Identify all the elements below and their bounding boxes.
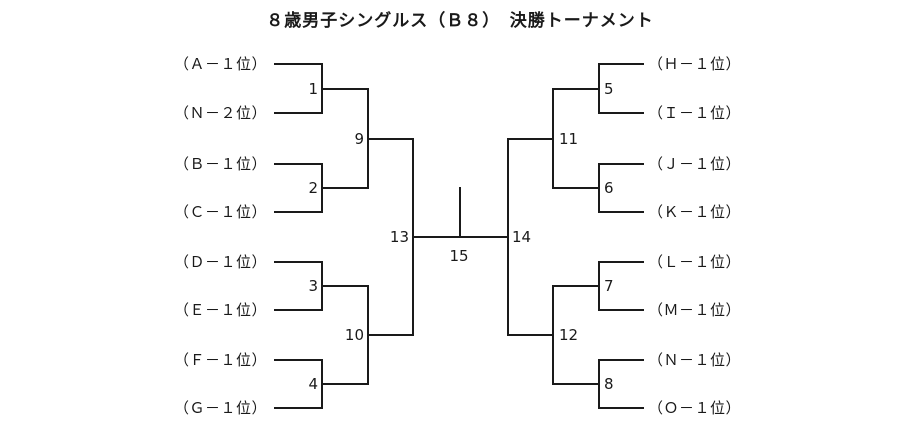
match-number-11: 11 <box>559 130 579 148</box>
entry-line <box>274 261 322 263</box>
entry-line <box>274 309 322 311</box>
match-number-15: 15 <box>449 247 469 265</box>
winner-line <box>322 285 368 287</box>
entry-line <box>599 359 644 361</box>
winner-line <box>553 285 599 287</box>
entry-right-7: （Ｎ－１位） <box>648 351 742 369</box>
entry-right-3: （Ｊ－１位） <box>648 155 742 173</box>
entry-line <box>599 163 644 165</box>
match-number-10: 10 <box>344 326 364 344</box>
page-title: ８歳男子シングルス（Ｂ８） 決勝トーナメント <box>266 11 654 31</box>
entry-right-8: （Ｏ－１位） <box>648 399 742 417</box>
match6-bracket <box>598 163 600 213</box>
match-number-12: 12 <box>559 326 579 344</box>
match-number-4: 4 <box>308 375 318 393</box>
winner-line <box>553 383 599 385</box>
match-number-2: 2 <box>308 179 318 197</box>
entry-right-1: （Ｈ－１位） <box>648 55 742 73</box>
entry-left-8: （Ｇ－１位） <box>173 399 267 417</box>
match-number-8: 8 <box>604 375 614 393</box>
entry-left-6: （Ｅ－１位） <box>173 301 267 319</box>
entry-right-2: （Ｉ－１位） <box>648 104 742 122</box>
winner-line <box>368 334 413 336</box>
match5-bracket <box>598 63 600 114</box>
entry-line <box>599 309 644 311</box>
entry-left-4: （Ｃ－１位） <box>173 203 267 221</box>
entry-line <box>274 163 322 165</box>
entry-left-1: （Ａ－１位） <box>173 55 267 73</box>
entry-line <box>274 112 322 114</box>
match-number-3: 3 <box>308 277 318 295</box>
entry-left-2: （Ｎ－２位） <box>173 104 267 122</box>
winner-line <box>322 88 368 90</box>
match-number-14: 14 <box>512 228 532 246</box>
winner-line <box>322 383 368 385</box>
winner-line <box>508 138 554 140</box>
match-number-9: 9 <box>354 130 364 148</box>
entry-line <box>274 359 322 361</box>
entry-line <box>274 211 322 213</box>
entry-line <box>274 63 322 65</box>
entry-left-7: （Ｆ－１位） <box>173 351 267 369</box>
entry-left-3: （Ｂ－１位） <box>173 155 267 173</box>
winner-line <box>322 187 368 189</box>
match-number-1: 1 <box>308 80 318 98</box>
entry-left-5: （Ｄ－１位） <box>173 253 267 271</box>
match-number-6: 6 <box>604 179 614 197</box>
entry-right-6: （Ｍ－１位） <box>648 301 742 319</box>
entry-line <box>599 211 644 213</box>
winner-line <box>553 187 599 189</box>
match-number-13: 13 <box>389 228 409 246</box>
entry-right-4: （Ｋ－１位） <box>648 203 742 221</box>
winner-line <box>508 334 554 336</box>
winner-line <box>368 138 413 140</box>
entry-line <box>599 63 644 65</box>
match-number-7: 7 <box>604 277 614 295</box>
entry-line <box>599 407 644 409</box>
entry-line <box>599 112 644 114</box>
match8-bracket <box>598 359 600 409</box>
entry-line <box>599 261 644 263</box>
entry-line <box>274 407 322 409</box>
winner-line <box>553 88 599 90</box>
match7-bracket <box>598 261 600 311</box>
match-number-5: 5 <box>604 80 614 98</box>
entry-right-5: （Ｌ－１位） <box>648 253 742 271</box>
champion-line <box>459 187 461 238</box>
